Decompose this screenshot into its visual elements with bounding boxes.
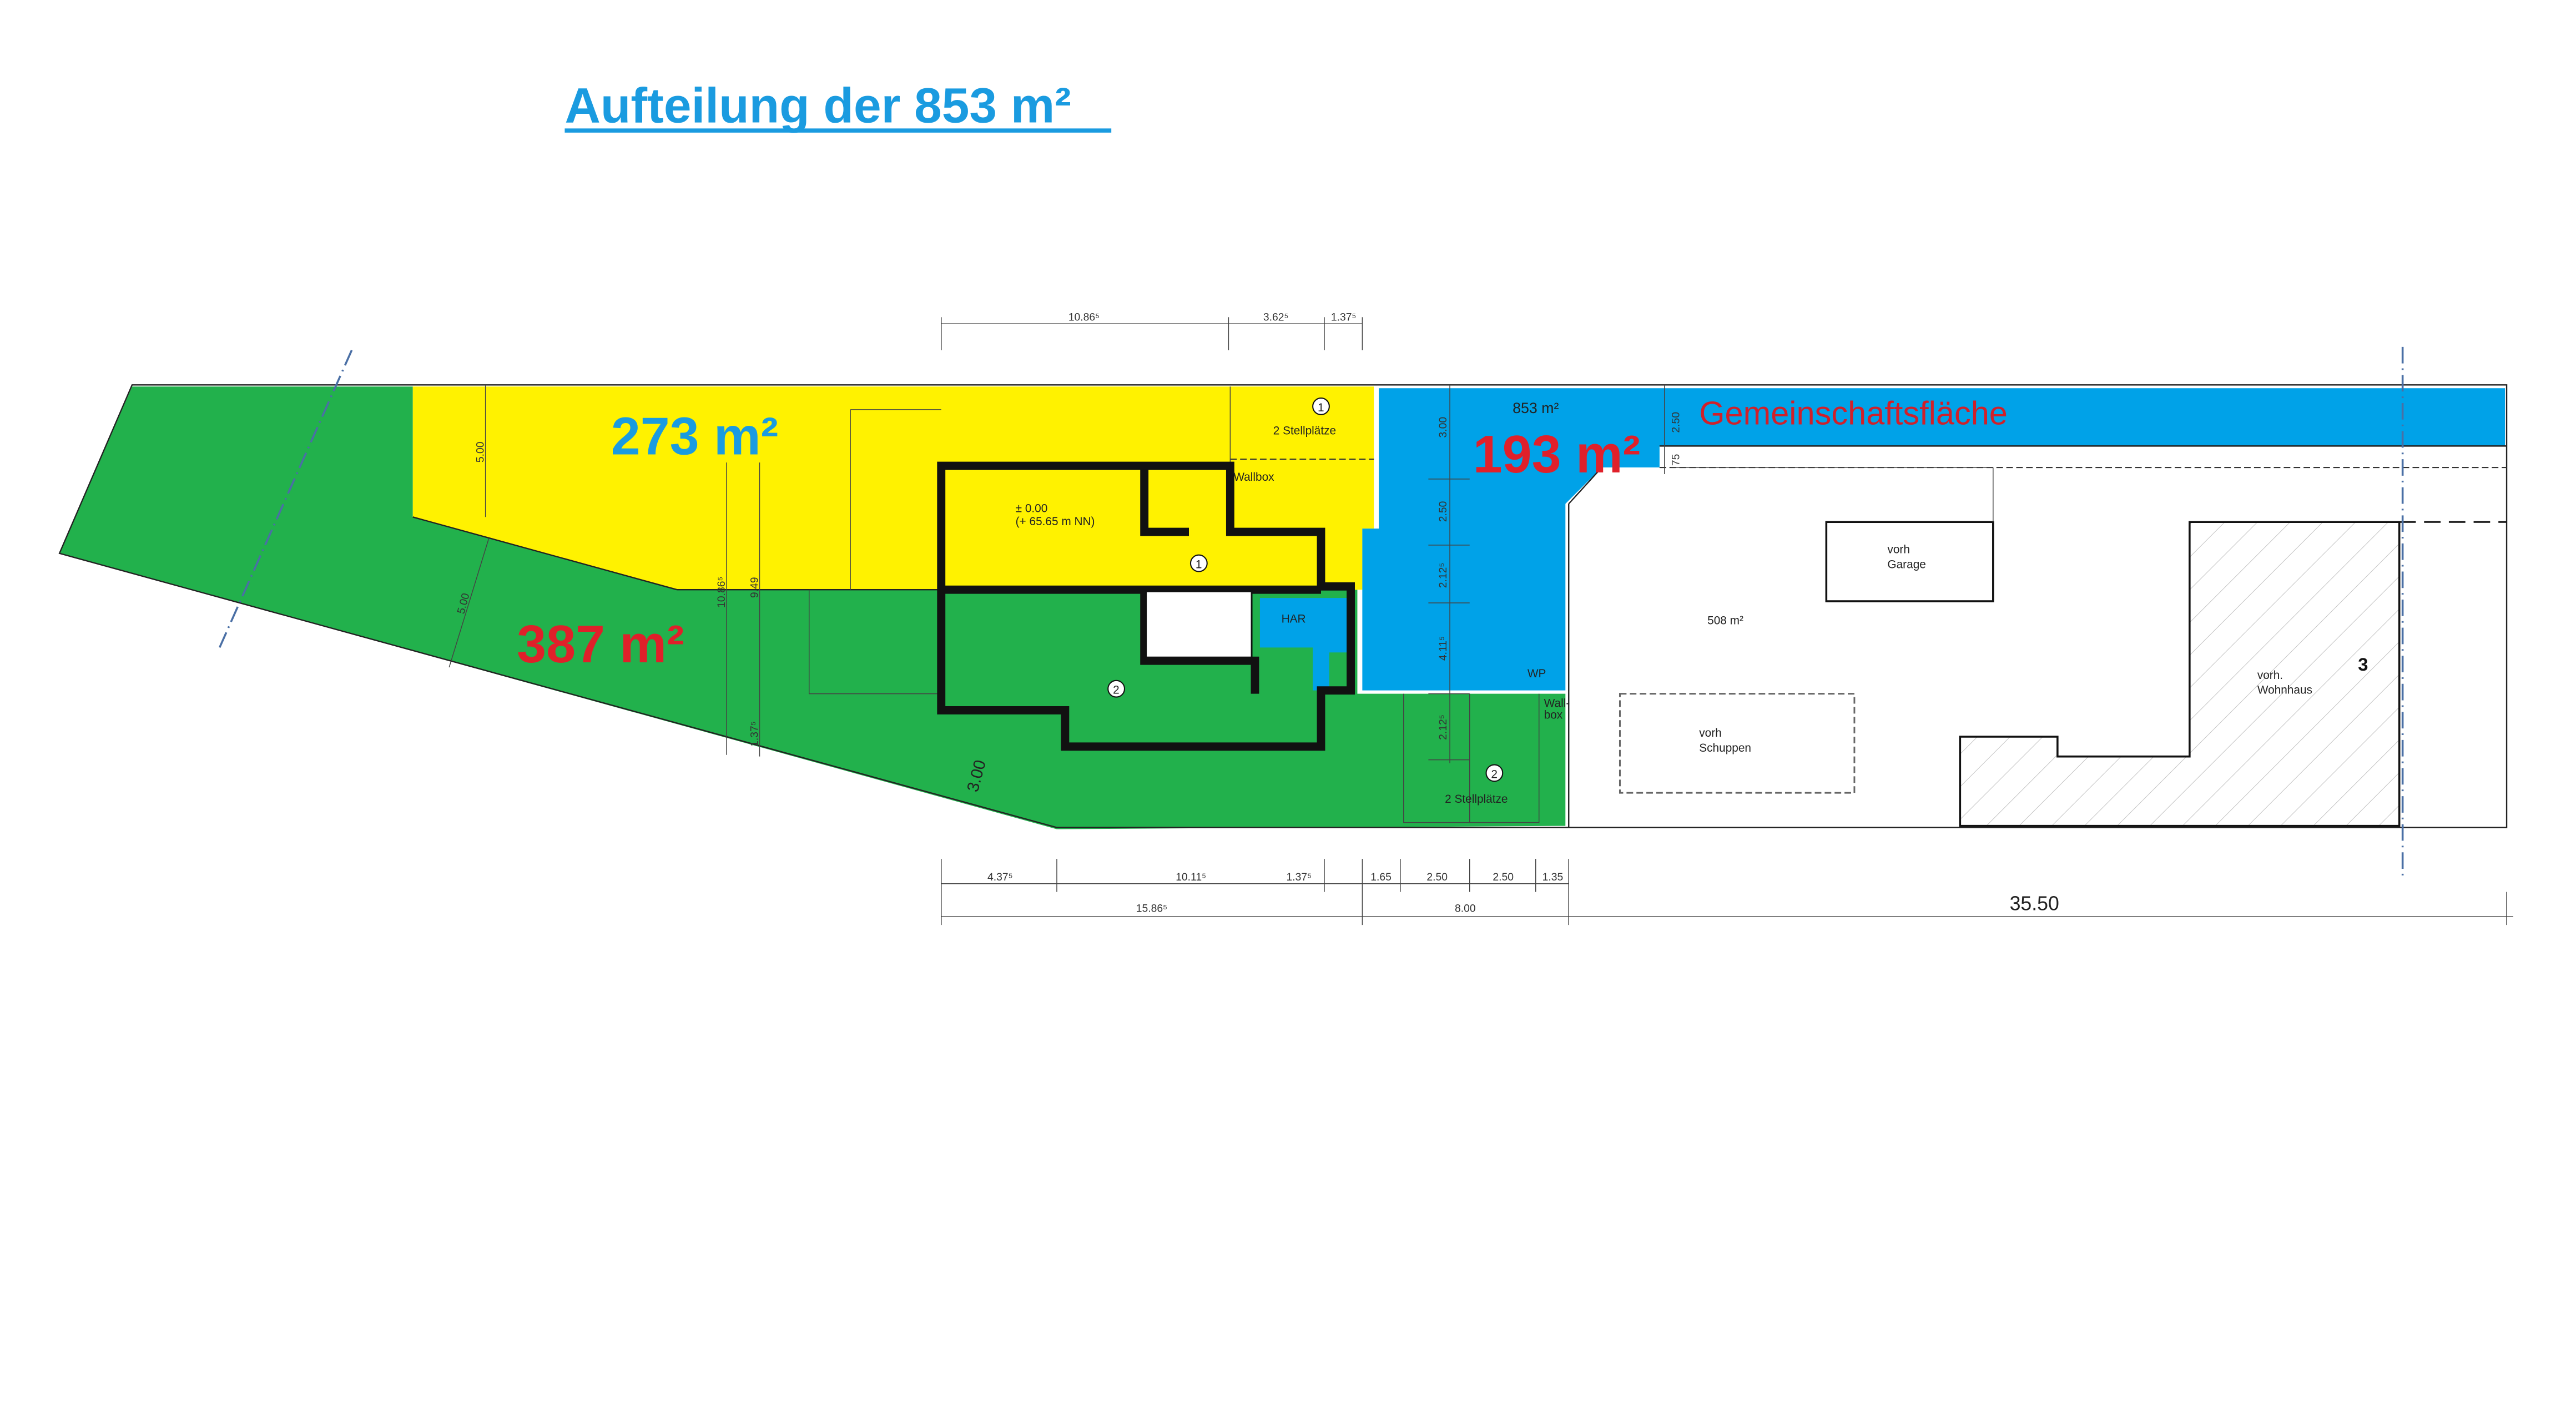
shed-label-a: vorh <box>1699 727 1722 739</box>
dim-vert-3: 2.12⁵ <box>1438 563 1449 588</box>
remaining-area-label: 508 m² <box>1707 615 1743 627</box>
shed-label-b: Schuppen <box>1699 742 1751 754</box>
dim-top-2: 3.62⁵ <box>1263 311 1289 323</box>
dim-bottom-1: 4.37⁵ <box>987 872 1013 883</box>
area-label-blue: 193 m² <box>1473 425 1641 484</box>
wp-label: WP <box>1528 667 1546 680</box>
house-label-b: Wohnhaus <box>2257 684 2312 697</box>
dim-bottom-9: 8.00 <box>1455 903 1476 914</box>
garage-label-a: vorh <box>1887 544 1909 556</box>
dimension-bottom: 4.37⁵ 10.11⁵ 1.37⁵ 1.65 2.50 2.50 1.35 1… <box>941 859 2513 925</box>
level-nn-label: (+ 65.65 m NN) <box>1016 515 1095 528</box>
dim-left-3: 10.86⁵ <box>716 577 728 608</box>
dim-bottom-3: 1.37⁵ <box>1287 872 1312 883</box>
page-title: Aufteilung der 853 m² <box>564 77 1071 133</box>
dim-vert-4: 4.11⁵ <box>1438 636 1449 661</box>
wallbox-label-1: Wallbox <box>1233 471 1274 484</box>
unit-2-parking-number: 2 <box>1491 768 1498 781</box>
area-green <box>59 386 1566 829</box>
area-label-total: 853 m² <box>1513 400 1559 416</box>
dim-bottom-2: 10.11⁵ <box>1176 872 1206 883</box>
dimension-vertical-mid: 3.00 2.50 2.12⁵ 4.11⁵ 2.12⁵ 2.50 75 <box>1428 385 1682 763</box>
house-walls <box>937 461 1355 751</box>
area-yellow <box>412 386 1374 590</box>
level-label: ± 0.00 <box>1016 502 1048 515</box>
dim-bottom-6: 2.50 <box>1493 872 1514 883</box>
unit-1-number: 1 <box>1318 401 1324 414</box>
parking-label-2: 2 Stellplätze <box>1445 793 1508 806</box>
axis-mark-left <box>219 350 353 648</box>
parcel-line-yellow-green <box>412 516 678 591</box>
area-label-yellow: 273 m² <box>611 407 779 466</box>
house-label-a: vorh. <box>2257 669 2283 682</box>
parking-label-1: 2 Stellplätze <box>1273 425 1336 437</box>
existing-house <box>1959 521 2401 827</box>
parcel-divider-diag <box>1568 467 1602 505</box>
dim-vert-right-1: 2.50 <box>1671 412 1682 433</box>
har-room <box>1259 598 1351 691</box>
dim-bottom-5: 2.50 <box>1426 872 1448 883</box>
existing-shed <box>1619 693 1856 794</box>
wallbox-label-2b: box <box>1544 708 1563 721</box>
common-area-label: Gemeinschaftsfläche <box>1699 395 2008 432</box>
dim-vert-5: 2.12⁵ <box>1438 714 1449 740</box>
dim-left-4: 9.49 <box>749 577 761 598</box>
unit-2-parking-marker <box>1485 764 1504 782</box>
dim-bottom-8: 15.86⁵ <box>1136 903 1167 914</box>
dim-vert-1: 3.00 <box>1438 417 1449 438</box>
dim-vert-right-2: 75 <box>1671 454 1682 466</box>
dimension-top: 10.86⁵ 3.62⁵ 1.37⁵ <box>941 311 1363 350</box>
dim-left-5: 1.37⁵ <box>749 721 761 747</box>
lot-number: 3 <box>2358 654 2368 675</box>
unit-1-marker <box>1312 397 1330 415</box>
dim-left-1: 5.00 <box>475 442 487 463</box>
unit-2-marker <box>1107 680 1126 698</box>
unit-1-room-marker <box>1189 554 1208 572</box>
dim-bottom-7: 1.35 <box>1542 872 1564 883</box>
terrace-outline <box>809 409 941 695</box>
area-label-green: 387 m² <box>517 615 684 674</box>
unit-2-number: 2 <box>1113 684 1120 697</box>
wallbox-label-2a: Wall- <box>1544 697 1570 709</box>
har-label: HAR <box>1282 613 1306 626</box>
area-blue <box>1362 388 2506 691</box>
dim-total: 35.50 <box>2010 892 2059 914</box>
staircase <box>1145 590 1253 658</box>
existing-garage <box>1825 521 1994 602</box>
garage-label-b: Garage <box>1887 558 1925 571</box>
plot-boundary <box>58 384 2508 828</box>
dim-top-3: 1.37⁵ <box>1331 311 1357 323</box>
unit-1-room-number: 1 <box>1196 558 1202 571</box>
dim-vert-2: 2.50 <box>1438 501 1449 522</box>
dim-top-1: 10.86⁵ <box>1068 311 1100 323</box>
parking-lower-outline <box>1403 693 1540 823</box>
dim-bottom-4: 1.65 <box>1370 872 1392 883</box>
